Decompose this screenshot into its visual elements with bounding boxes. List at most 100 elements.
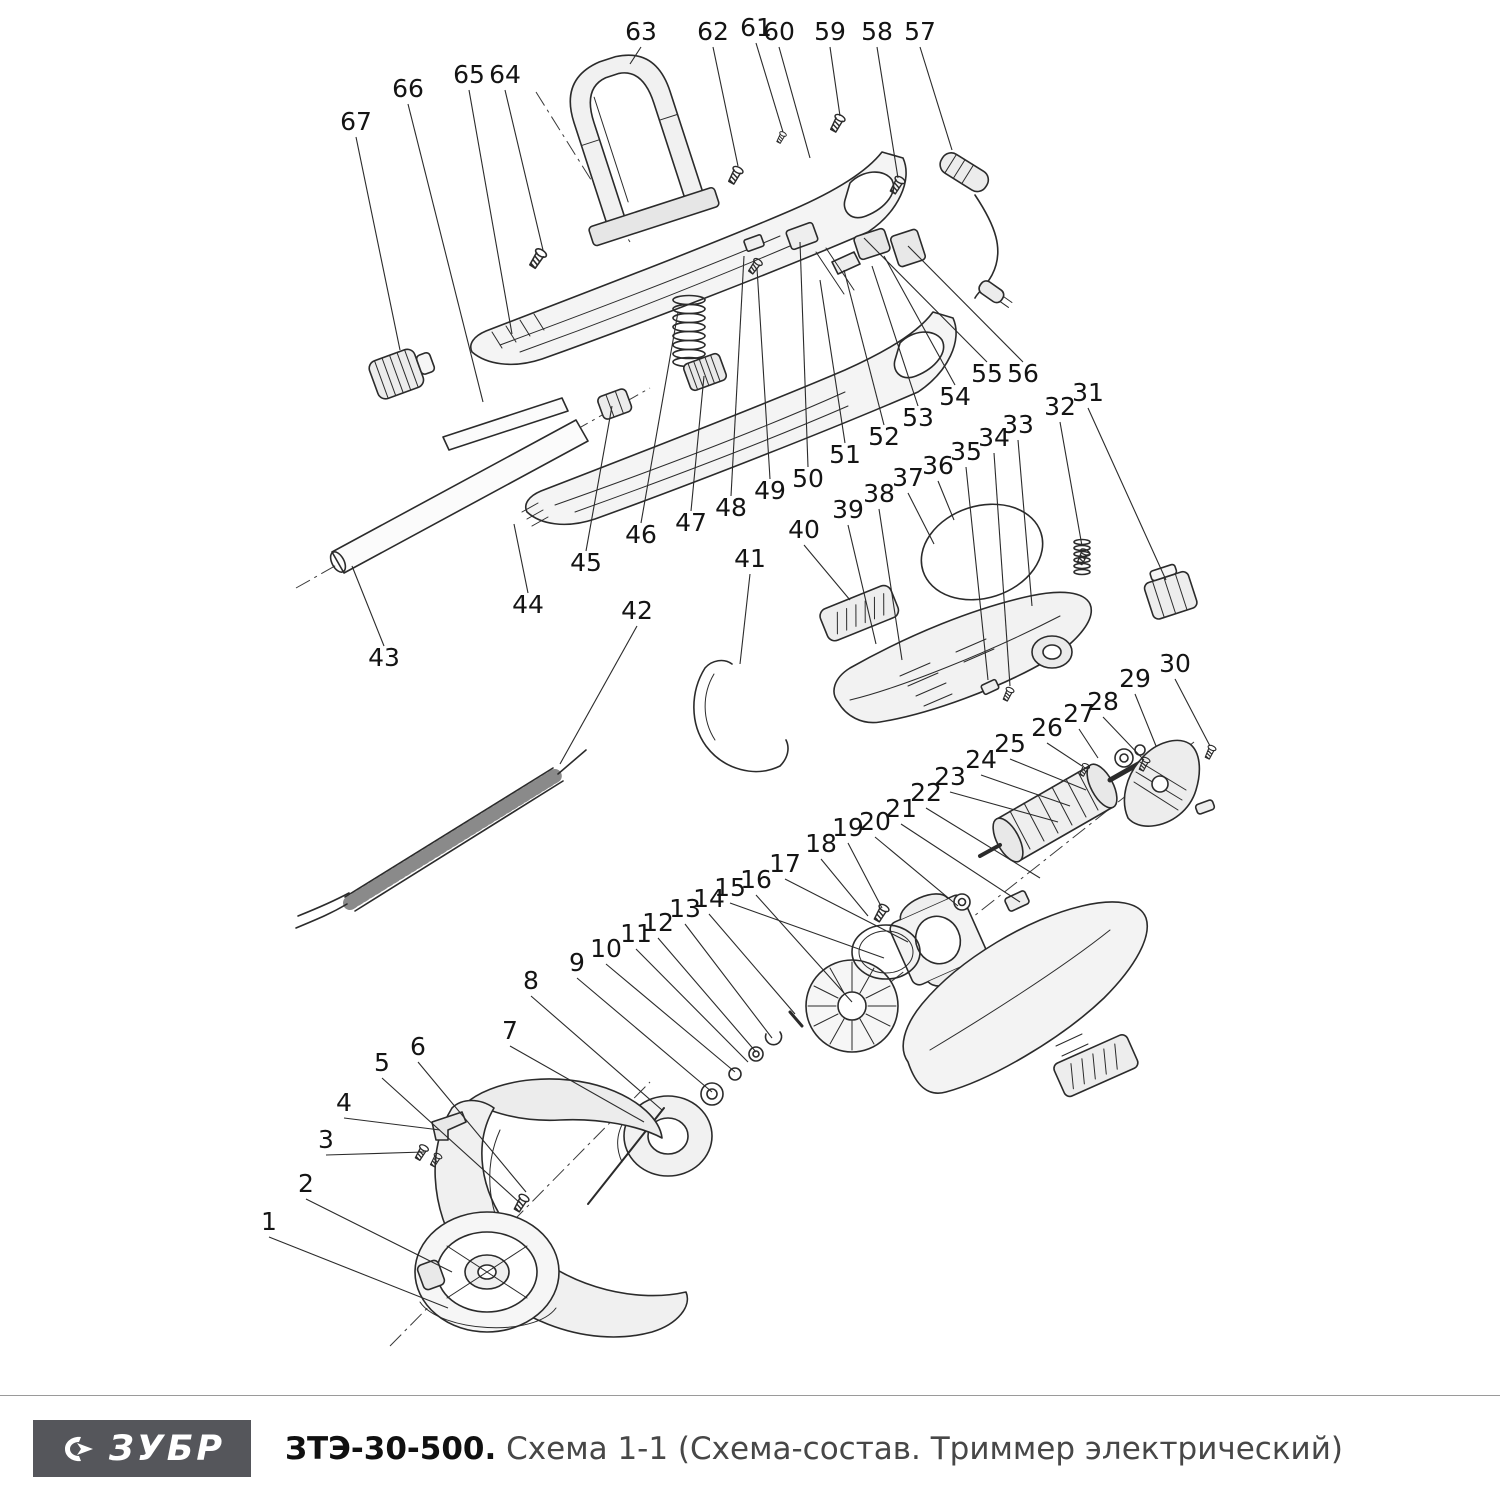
part-blade	[431, 1111, 467, 1141]
part-number-3: 3	[318, 1125, 334, 1154]
leader-line-56	[907, 245, 1024, 363]
part-vent-plate	[819, 584, 900, 642]
leader-line-54	[883, 255, 956, 386]
part-number-21: 21	[885, 794, 917, 823]
part-number-40: 40	[788, 515, 820, 544]
part-housing-plate	[1053, 1034, 1139, 1098]
leader-line-21	[900, 823, 1021, 903]
leader-line-52	[843, 269, 885, 426]
trimmer-artwork	[295, 54, 1218, 1338]
part-number-32: 32	[1044, 392, 1076, 421]
leader-line-40	[803, 544, 851, 601]
part-number-27: 27	[1063, 699, 1095, 728]
zubr-logo: ЗУБР	[33, 1420, 251, 1477]
part-number-28: 28	[1087, 687, 1119, 716]
part-number-61: 61	[740, 13, 772, 42]
part-lower-housing	[902, 901, 1148, 1094]
leader-line-53	[871, 265, 919, 407]
leader-line-41	[739, 573, 751, 665]
zubr-logo-text: ЗУБР	[108, 1428, 226, 1469]
leader-line-63	[629, 46, 642, 65]
leader-line-1	[268, 1236, 449, 1309]
leader-line-32	[1059, 421, 1083, 547]
part-number-46: 46	[625, 520, 657, 549]
part-number-33: 33	[1002, 410, 1034, 439]
part-number-53: 53	[902, 403, 934, 432]
part-rear-cover	[1123, 739, 1216, 827]
part-number-7: 7	[502, 1016, 518, 1045]
part-fan	[805, 959, 899, 1053]
part-power-cord	[939, 152, 1013, 308]
leader-line-37	[907, 492, 935, 545]
leader-line-13	[684, 923, 773, 1039]
part-number-52: 52	[868, 422, 900, 451]
part-number-6: 6	[410, 1032, 426, 1061]
part-number-41: 41	[734, 544, 766, 573]
part-washer-20-inner	[957, 897, 967, 907]
leader-line-4	[343, 1117, 441, 1131]
part-number-51: 51	[829, 440, 861, 469]
part-shaft-tube	[329, 397, 589, 574]
part-number-26: 26	[1031, 713, 1063, 742]
part-number-48: 48	[715, 493, 747, 522]
leader-line-7	[509, 1045, 645, 1123]
leader-line-34	[993, 452, 1011, 687]
part-number-19: 19	[832, 813, 864, 842]
part-number-65: 65	[453, 60, 485, 89]
part-washer-20	[953, 893, 971, 911]
part-spool	[414, 1211, 560, 1333]
leader-line-18	[820, 858, 869, 917]
part-number-12: 12	[642, 908, 674, 937]
part-number-62: 62	[697, 17, 729, 46]
leader-line-2	[305, 1198, 453, 1273]
leader-line-44	[513, 523, 529, 594]
leader-line-22	[925, 807, 1041, 879]
leader-line-28	[1102, 716, 1145, 761]
leader-line-55	[863, 237, 988, 363]
leader-line-8	[530, 995, 663, 1111]
part-number-36: 36	[922, 451, 954, 480]
leader-line-23	[949, 791, 1059, 823]
leader-line-67	[355, 136, 401, 351]
part-bearing-row	[700, 1010, 804, 1106]
part-cap	[597, 388, 633, 420]
leader-line-6	[417, 1061, 527, 1193]
model-number: ЗТЭ-30-500.	[285, 1430, 497, 1467]
part-number-18: 18	[805, 829, 837, 858]
part-number-45: 45	[570, 548, 602, 577]
leader-line-17	[784, 878, 909, 943]
part-number-37: 37	[892, 463, 924, 492]
part-number-17: 17	[769, 849, 801, 878]
leader-line-26	[1046, 742, 1083, 767]
part-number-47: 47	[675, 508, 707, 537]
part-number-9: 9	[569, 948, 585, 977]
part-number-56: 56	[1007, 359, 1039, 388]
part-number-2: 2	[298, 1169, 314, 1198]
leader-line-64	[504, 89, 544, 251]
part-number-29: 29	[1119, 664, 1151, 693]
part-number-31: 31	[1072, 378, 1104, 407]
part-number-34: 34	[978, 423, 1010, 452]
part-number-39: 39	[832, 495, 864, 524]
leader-line-58	[876, 46, 899, 179]
part-switch-block	[1143, 563, 1198, 620]
part-number-10: 10	[590, 934, 622, 963]
part-number-1: 1	[261, 1207, 277, 1236]
zubr-logo-icon	[64, 1436, 93, 1461]
leader-line-3	[325, 1151, 425, 1156]
leader-line-38	[878, 508, 903, 661]
part-number-42: 42	[621, 596, 653, 625]
part-number-66: 66	[392, 74, 424, 103]
part-number-13: 13	[669, 894, 701, 923]
leader-line-57	[919, 46, 953, 151]
part-number-67: 67	[340, 107, 372, 136]
leader-line-61	[755, 42, 784, 133]
caption-subtitle: Схема 1-1 (Схема-состав. Триммер электри…	[506, 1430, 1343, 1467]
leader-line-49	[756, 267, 771, 480]
leader-line-9	[576, 977, 713, 1093]
part-upper-boom	[470, 151, 907, 366]
part-number-22: 22	[910, 778, 942, 807]
leader-line-11	[635, 948, 749, 1063]
